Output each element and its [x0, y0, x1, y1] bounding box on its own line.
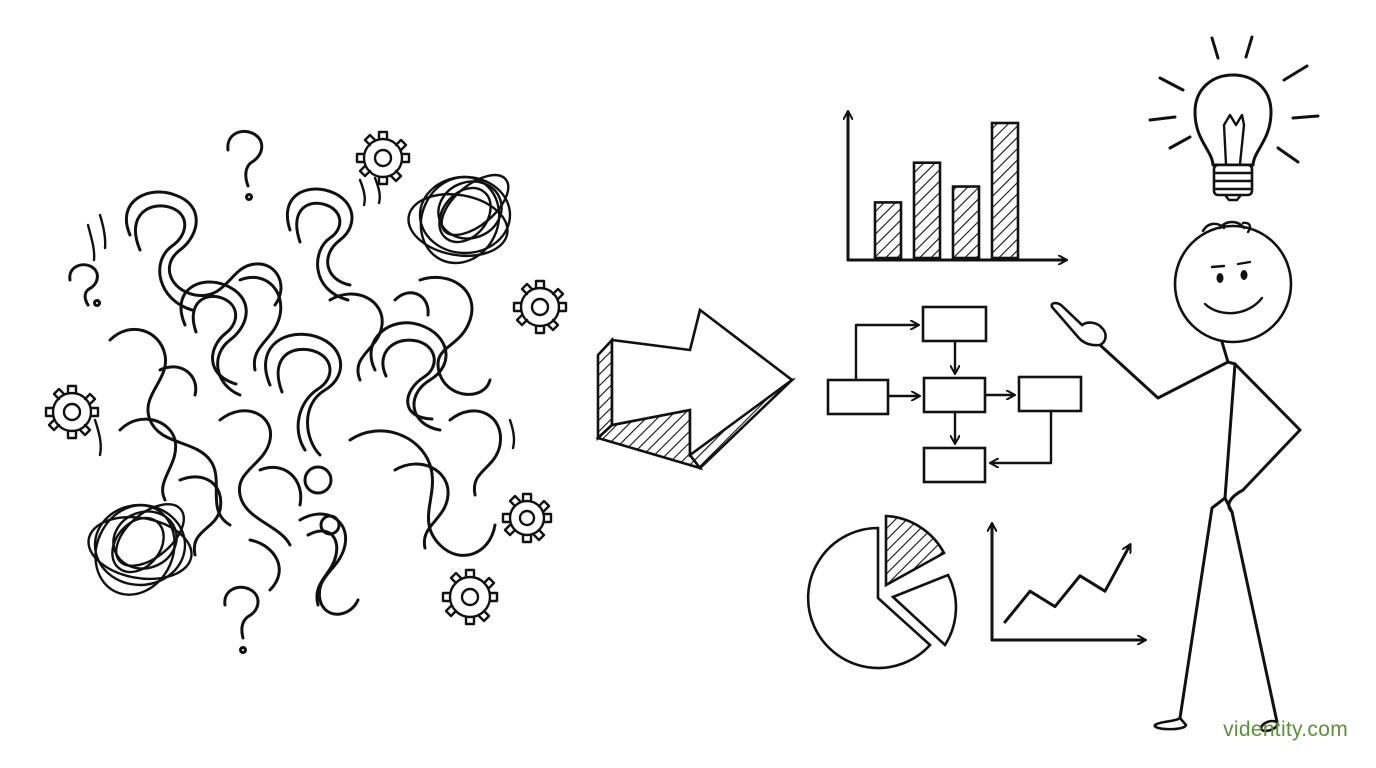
flowchart-box-right: [1017, 375, 1083, 413]
pie-chart-icon: [806, 514, 958, 670]
line-chart-icon: [992, 524, 1145, 640]
bar-chart-icon: [848, 112, 1066, 260]
bar-2: [912, 161, 942, 260]
flowchart-box-top: [921, 305, 988, 343]
gear-icon: [512, 279, 568, 335]
stick-figure-icon: [1050, 220, 1302, 733]
question-mark-icon: [226, 129, 264, 201]
trend-line: [1003, 545, 1130, 624]
watermark-text: videntity.com: [1223, 718, 1348, 741]
bar-1: [873, 201, 903, 260]
bar-4: [990, 121, 1020, 260]
scribble-knot-icon: [407, 173, 512, 265]
gear-icon: [441, 568, 499, 626]
question-mark-icon: [223, 585, 260, 654]
scribble-knot-icon: [87, 503, 193, 596]
lightbulb-icon: [1148, 35, 1320, 202]
bar-3: [951, 185, 981, 260]
flowchart-box-center: [922, 376, 987, 414]
flowchart-box-bottom: [922, 446, 987, 484]
question-mark-icon: [68, 263, 101, 307]
flowchart-icon: [826, 305, 1083, 484]
gear-icon: [501, 492, 553, 544]
arrow-right-icon: [595, 307, 796, 471]
gear-icon: [44, 384, 100, 440]
gear-icon: [355, 130, 411, 186]
flowchart-box-left: [826, 378, 890, 416]
tangled-question-marks-icon: [86, 176, 516, 616]
